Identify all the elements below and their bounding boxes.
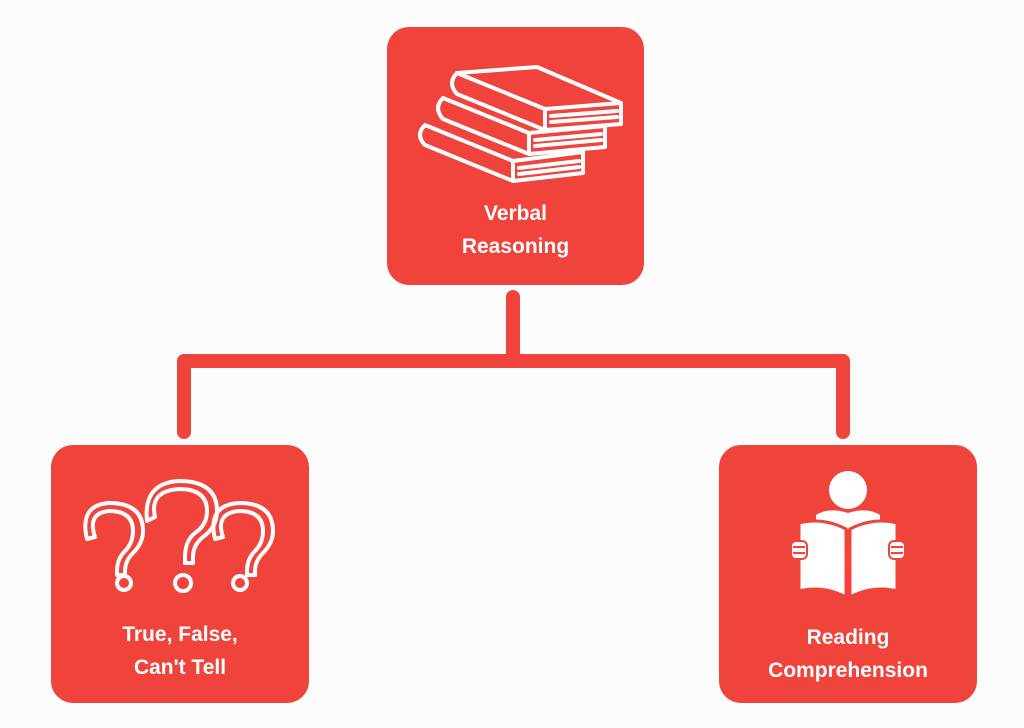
label-line: Reading (806, 626, 890, 649)
node-reading-comprehension: Reading Comprehension (719, 445, 977, 703)
node-label: Verbal Reasoning (387, 197, 644, 263)
book-stack-icon (418, 65, 623, 183)
connector-branch (177, 354, 850, 439)
question-marks-icon (83, 479, 275, 593)
node-label: True, False, Can't Tell (51, 618, 309, 684)
label-line: Can't Tell (133, 656, 227, 679)
label-line: True, False, (122, 623, 238, 646)
node-true-false-cant-tell: True, False, Can't Tell (51, 445, 309, 703)
node-verbal-reasoning: Verbal Reasoning (387, 27, 644, 285)
label-line: Reasoning (461, 235, 570, 258)
node-label: Reading Comprehension (719, 621, 977, 687)
label-line: Comprehension (768, 659, 928, 682)
label-line: Verbal (483, 202, 548, 225)
person-reading-icon (790, 471, 906, 599)
